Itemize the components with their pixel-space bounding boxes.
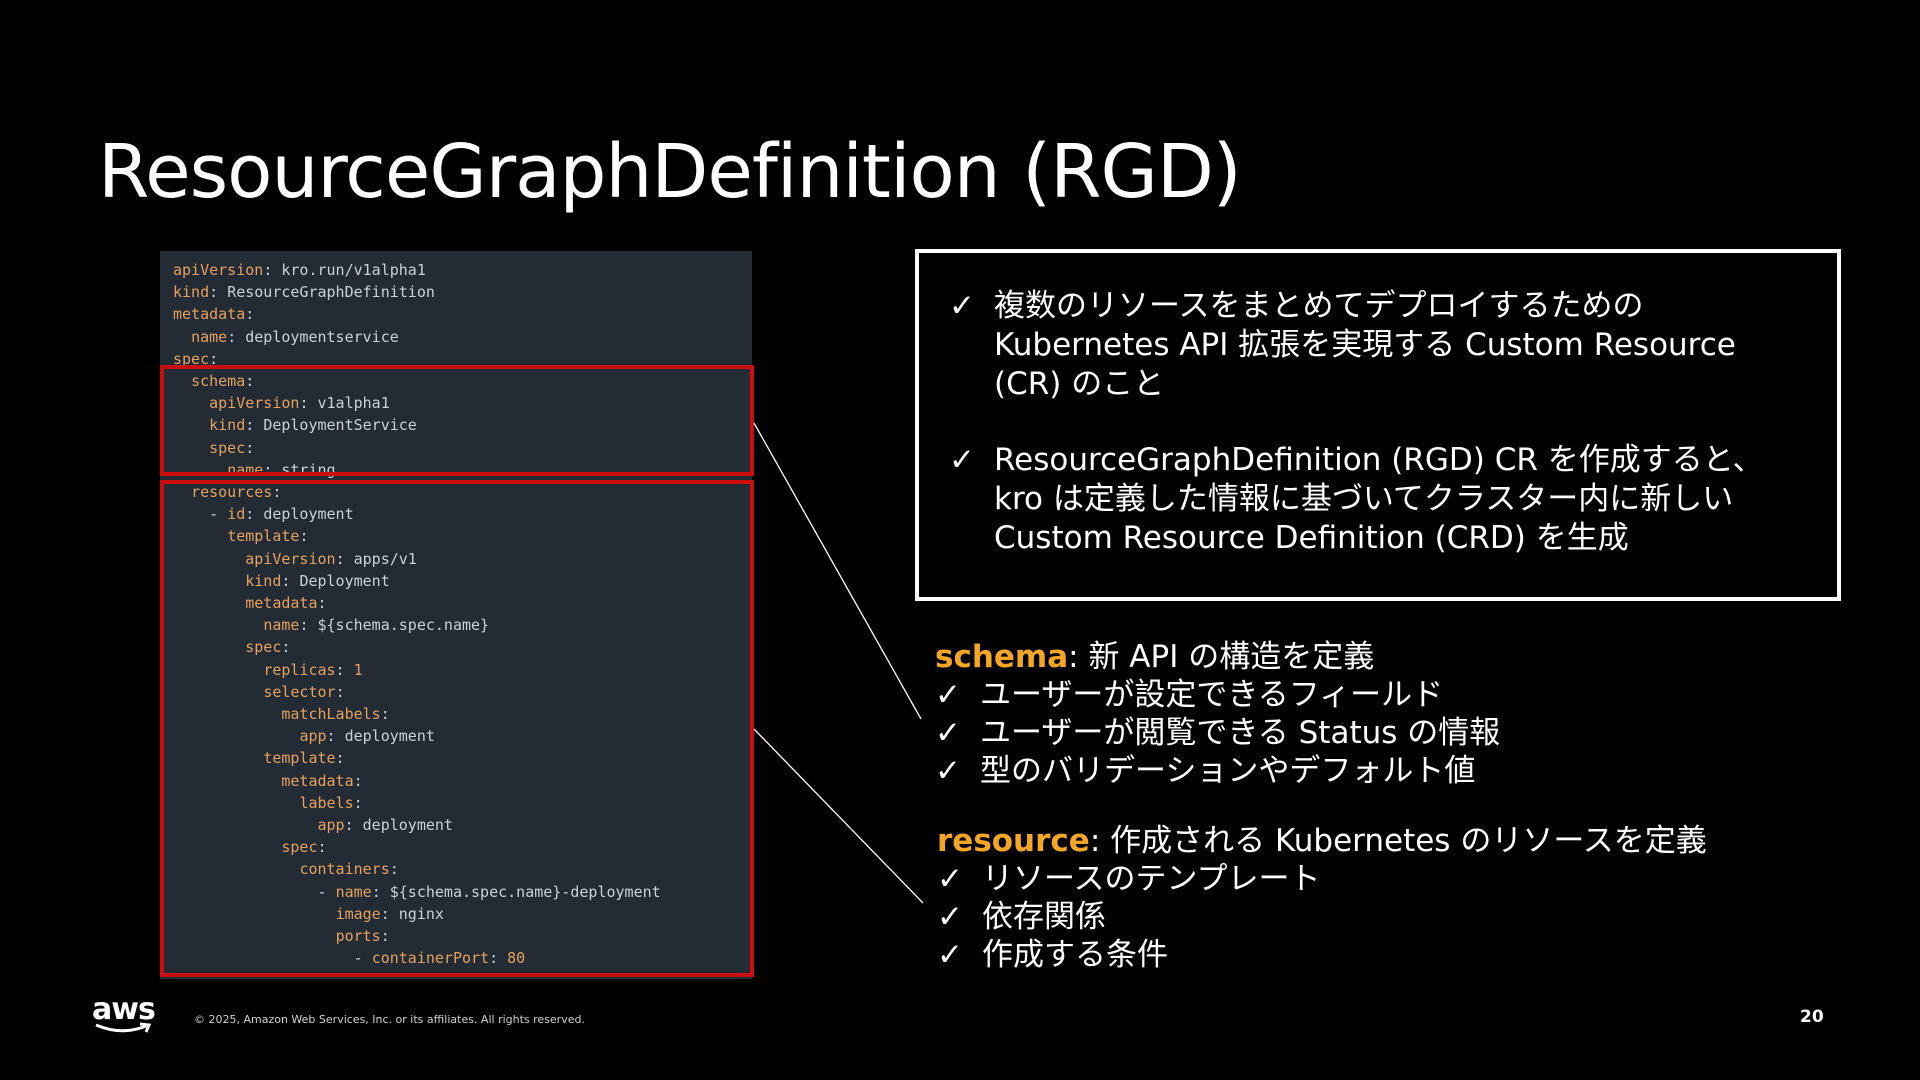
code-line: image: nginx: [335, 904, 444, 923]
code-line: kind: Deployment: [245, 571, 390, 590]
check-icon: ✓: [937, 937, 963, 973]
schema-heading-text: : 新 API の構造を定義: [1068, 639, 1375, 675]
schema-section: schema: 新 API の構造を定義 ✓ ユーザーが設定できるフィールド ✓…: [935, 638, 1500, 790]
code-line: spec:: [173, 349, 219, 368]
code-line: selector:: [263, 682, 345, 701]
list-item-text: 作成する条件: [982, 937, 1168, 973]
list-item: ✓ 型のバリデーションやデフォルト値: [935, 752, 1500, 790]
list-item-text: リソースのテンプレート: [982, 861, 1321, 897]
code-line: spec:: [245, 638, 291, 657]
info-bullet: ✓ 複数のリソースをまとめてデプロイするための Kubernetes API 拡…: [949, 287, 1807, 404]
resources-highlight-box: [160, 480, 754, 977]
list-item: ✓ 作成する条件: [937, 936, 1707, 974]
check-icon: ✓: [937, 899, 963, 935]
schema-connector-line: [753, 422, 922, 720]
list-item: ✓ リソースのテンプレート: [937, 860, 1707, 898]
aws-smile-icon: [95, 1022, 152, 1033]
code-line: template:: [263, 749, 345, 768]
code-line: spec:: [209, 438, 255, 457]
list-item-text: ユーザーが閲覧できる Status の情報: [980, 715, 1501, 751]
list-item: ✓ ユーザーが閲覧できる Status の情報: [935, 714, 1500, 752]
check-icon: ✓: [935, 753, 961, 789]
code-line: app: deployment: [299, 727, 435, 746]
code-line: kind: ResourceGraphDefinition: [173, 283, 435, 302]
code-line: apiVersion: apps/v1: [245, 549, 417, 568]
page-number: 20: [1800, 1007, 1824, 1027]
code-line: metadata:: [173, 305, 255, 324]
resource-heading-text: : 作成される Kubernetes のリソースを定義: [1089, 823, 1707, 859]
code-line: ports:: [335, 927, 390, 946]
code-line: - id: deployment: [173, 505, 354, 524]
check-icon: ✓: [949, 442, 975, 478]
code-line: labels:: [299, 793, 363, 812]
code-line: metadata:: [281, 771, 363, 790]
code-line: schema:: [191, 372, 255, 391]
code-line: apiVersion: kro.run/v1alpha1: [173, 261, 426, 279]
code-line: replicas: 1: [263, 660, 363, 679]
list-item-text: 型のバリデーションやデフォルト値: [980, 753, 1476, 789]
code-line: matchLabels:: [281, 705, 390, 724]
info-bullet-text: 複数のリソースをまとめてデプロイするための Kubernetes API 拡張を…: [994, 288, 1736, 402]
schema-keyword: schema: [935, 639, 1069, 675]
slide-title: ResourceGraphDefinition (RGD): [98, 129, 1242, 215]
code-line: apiVersion: v1alpha1: [209, 394, 390, 413]
code-line: resources:: [191, 483, 282, 502]
code-line: - containerPort: 80: [173, 949, 526, 968]
info-box: ✓ 複数のリソースをまとめてデプロイするための Kubernetes API 拡…: [915, 249, 1841, 601]
code-line: - name: ${schema.spec.name}-deployment: [173, 882, 661, 901]
check-icon: ✓: [949, 288, 975, 324]
schema-highlight-box: [160, 365, 754, 476]
code-line: spec:: [281, 838, 327, 857]
code-line: kind: DeploymentService: [209, 416, 417, 435]
yaml-code: apiVersion: kro.run/v1alpha1 kind: Resour…: [160, 251, 752, 978]
code-line: name: ${schema.spec.name}: [263, 616, 490, 635]
info-bullet-text: ResourceGraphDefinition (RGD) CR を作成すると、…: [994, 442, 1764, 556]
check-icon: ✓: [935, 715, 961, 751]
list-item-text: ユーザーが設定できるフィールド: [980, 677, 1444, 713]
resource-keyword: resource: [937, 823, 1090, 859]
code-line: containers:: [299, 860, 399, 879]
list-item-text: 依存関係: [982, 899, 1106, 935]
resource-heading: resource: 作成される Kubernetes のリソースを定義: [937, 822, 1707, 860]
list-item: ✓ 依存関係: [937, 898, 1707, 936]
copyright-text: © 2025, Amazon Web Services, Inc. or its…: [194, 1013, 585, 1026]
aws-logo: aws: [92, 992, 156, 1033]
yaml-code-panel: apiVersion: kro.run/v1alpha1 kind: Resour…: [160, 251, 752, 979]
code-line: metadata:: [245, 594, 327, 613]
aws-logo-text: aws: [92, 992, 156, 1027]
code-line: name: deploymentservice: [191, 327, 399, 346]
check-icon: ✓: [937, 861, 963, 897]
check-icon: ✓: [935, 677, 961, 713]
info-bullet: ✓ ResourceGraphDefinition (RGD) CR を作成する…: [949, 441, 1807, 558]
resource-section: resource: 作成される Kubernetes のリソースを定義 ✓ リソ…: [937, 822, 1707, 974]
resource-connector-line: [753, 728, 924, 904]
list-item: ✓ ユーザーが設定できるフィールド: [935, 676, 1500, 714]
code-line: app: deployment: [317, 816, 453, 835]
schema-heading: schema: 新 API の構造を定義: [935, 638, 1500, 676]
code-line: template:: [227, 527, 309, 546]
